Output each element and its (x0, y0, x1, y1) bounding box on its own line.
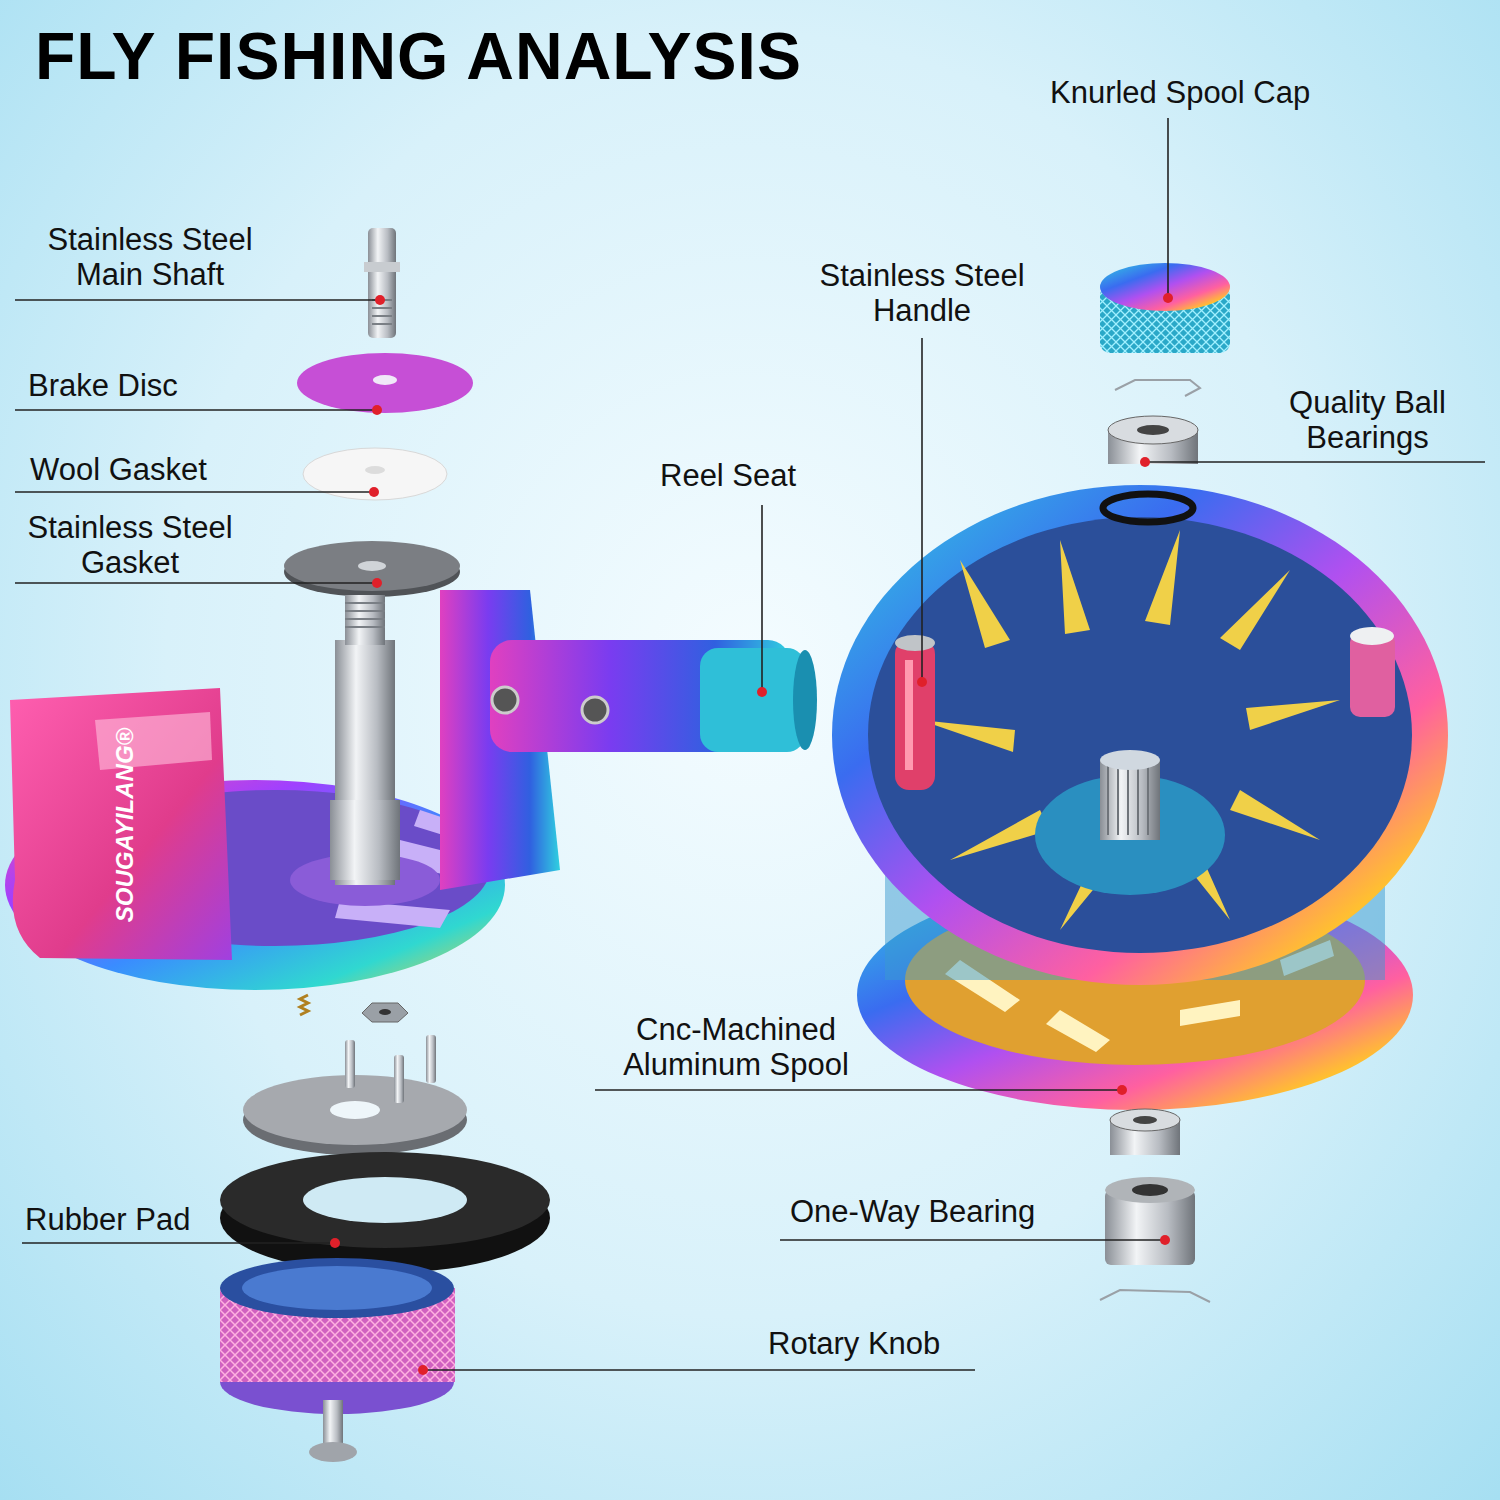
leader-dots (1140, 457, 1150, 467)
spool (1350, 627, 1394, 645)
drag-parts (379, 1009, 391, 1015)
drag-parts (243, 1075, 467, 1145)
main-shaft (364, 262, 400, 272)
leader-dots (330, 293, 1173, 1375)
spool (905, 660, 913, 770)
spool (1108, 765, 1148, 835)
leader-dots (418, 1365, 428, 1375)
spool-small-parts (1133, 1116, 1157, 1124)
leader-dots (1163, 293, 1173, 303)
part-label: Cnc-Machined Aluminum Spool (586, 1012, 886, 1082)
main-shaft (364, 228, 400, 338)
part-label: Rotary Knob (768, 1326, 988, 1361)
part-label: Stainless Steel Main Shaft (25, 222, 275, 292)
reel-frame (700, 648, 805, 752)
leader-lines (780, 1239, 1163, 1241)
drag-parts (394, 1055, 404, 1103)
reel-frame (330, 800, 400, 880)
reel-frame (582, 697, 608, 723)
reel-frame (492, 687, 518, 713)
spool-small-parts (1100, 1290, 1210, 1302)
drag-parts (330, 1101, 380, 1119)
brake-disc (297, 353, 473, 413)
reel-frame (345, 603, 385, 627)
leader-lines (1145, 461, 1485, 463)
part-label: Wool Gasket (30, 452, 350, 487)
drag-parts (345, 1040, 355, 1088)
leader-lines (15, 409, 375, 411)
drag-parts (323, 1400, 343, 1446)
leader-lines (425, 1369, 975, 1371)
part-label: One-Way Bearing (790, 1194, 1090, 1229)
part-label: Knurled Spool Cap (1050, 75, 1380, 110)
leader-dots (917, 677, 927, 687)
spool-small-parts (1103, 494, 1193, 522)
leader-dots (757, 687, 767, 697)
reel-frame (5, 590, 817, 990)
leader-lines (1167, 118, 1169, 296)
main-shaft (368, 228, 396, 338)
brand-text: SOUGAYILANG® (111, 710, 139, 940)
wool-gasket (365, 466, 385, 474)
leader-lines (15, 491, 372, 493)
reel-frame (10, 688, 232, 960)
drag-parts (426, 1035, 436, 1083)
spool-small-parts (1100, 263, 1230, 1302)
spool-small-parts (1132, 1184, 1168, 1196)
leader-lines (22, 1242, 333, 1244)
brake-disc (373, 375, 397, 385)
leader-lines (921, 338, 923, 680)
spool-small-parts (1110, 1109, 1180, 1131)
drag-parts (303, 1177, 467, 1223)
drag-parts (220, 995, 550, 1462)
drag-parts (300, 995, 308, 1015)
leader-lines (15, 299, 378, 301)
part-label: Stainless Steel Handle (807, 258, 1037, 328)
spool-small-parts (1100, 263, 1230, 311)
spool (895, 640, 935, 790)
spool (1100, 760, 1160, 840)
brake-disc (297, 353, 473, 413)
part-label: Rubber Pad (25, 1202, 325, 1237)
leader-dots (1117, 1085, 1127, 1095)
reel-frame (793, 650, 817, 750)
spool-small-parts (1115, 380, 1200, 396)
drag-parts (309, 1442, 357, 1462)
spool (1100, 750, 1160, 770)
leader-dots (372, 405, 382, 415)
part-label: Reel Seat (660, 458, 860, 493)
part-label: Stainless Steel Gasket (5, 510, 255, 580)
leader-lines (15, 582, 375, 584)
spool (832, 485, 1448, 1110)
part-label: Quality Ball Bearings (1250, 385, 1485, 455)
leader-dots (372, 578, 382, 588)
drag-parts (242, 1266, 432, 1310)
page-title: FLY FISHING ANALYSIS (35, 18, 802, 94)
spool-small-parts (1137, 425, 1169, 435)
reel-frame (345, 595, 385, 645)
part-label: Brake Disc (28, 368, 348, 403)
spool (832, 485, 1448, 985)
spool-small-parts (1108, 416, 1198, 444)
steel-gasket (284, 541, 460, 597)
spool-small-parts (1105, 1177, 1195, 1203)
steel-gasket (358, 561, 386, 571)
leader-dots (369, 487, 379, 497)
drag-parts (220, 1152, 550, 1248)
spool (868, 517, 1412, 953)
drag-parts (220, 1258, 454, 1318)
leader-dots (1160, 1235, 1170, 1245)
drag-parts (362, 1003, 408, 1022)
leader-lines (761, 505, 763, 690)
spool (895, 635, 935, 651)
leader-lines (15, 118, 1485, 1370)
leader-dots (375, 295, 385, 305)
leader-lines (595, 1089, 1120, 1091)
leader-dots (330, 1238, 340, 1248)
spool (920, 530, 1340, 930)
